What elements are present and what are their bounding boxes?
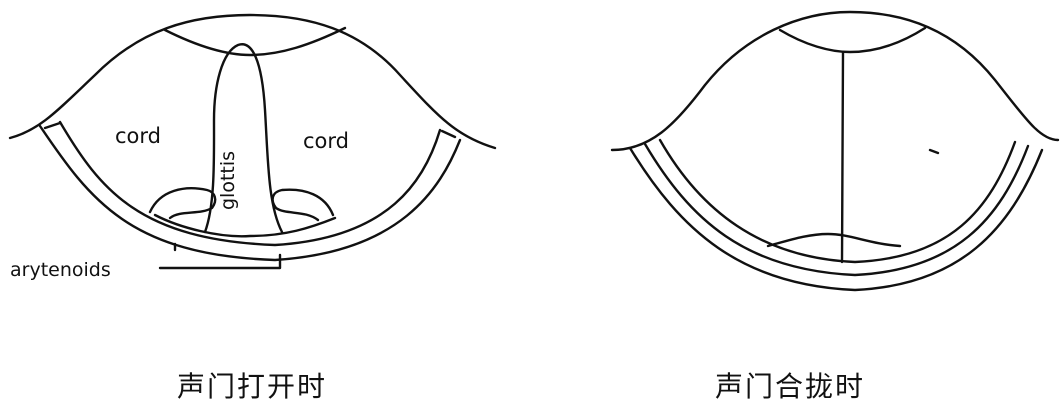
glottis-label: glottis [217,151,239,210]
caption-glottis-closed: 声门合拢时 [640,365,940,405]
closed-middle-rim [645,144,1028,275]
arytenoids-label: arytenoids [10,259,111,281]
open-top-cap [165,28,345,55]
closed-glottis-line [842,52,843,262]
open-glottis-figure [10,15,495,268]
cord-right-label: cord [303,129,349,153]
closed-glottis-figure [612,12,1058,290]
closed-outer-rim [630,148,1042,290]
open-arytenoid-right [273,190,333,220]
closed-arytenoid-hump [768,234,900,246]
cord-left-label: cord [115,124,161,148]
closed-outer-arch [612,12,1058,150]
caption-glottis-open: 声门打开时 [102,365,402,405]
open-arytenoid-left [150,188,215,218]
closed-top-cap [780,28,925,52]
open-outer-rim [40,126,460,260]
open-outer-arch [10,15,495,148]
